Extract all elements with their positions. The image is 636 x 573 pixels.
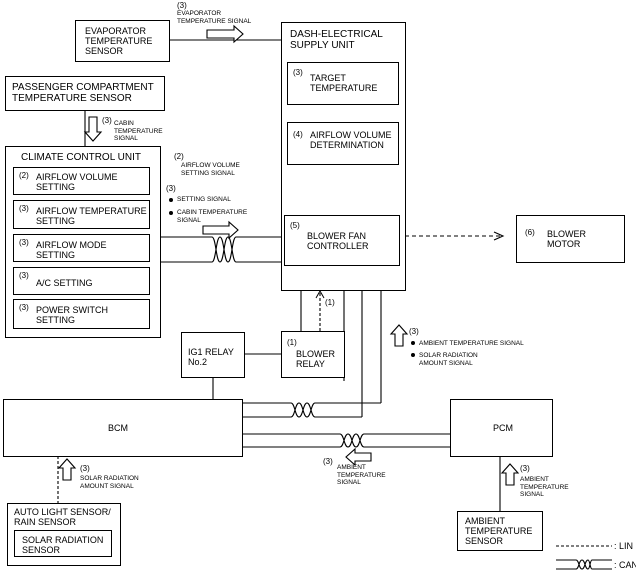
ambient-bcm-arrow (345, 447, 372, 467)
setting-number: (2) (19, 171, 29, 180)
bcm-label: BCM (108, 423, 128, 433)
airflow-determination-label: AIRFLOW VOLUME DETERMINATION (310, 130, 392, 150)
ambient-solar-arrow (389, 324, 409, 347)
ambient-temperature-sensor-label: AMBIENT TEMPERATURE SENSOR (465, 516, 533, 546)
auto-light-sensor-label: AUTO LIGHT SENSOR/ RAIN SENSOR (14, 507, 111, 527)
cabin-signal-label: CABIN TEMPERATURE SIGNAL (114, 120, 163, 142)
blower-motor-label: BLOWER MOTOR (547, 229, 587, 249)
evaporator-sensor-box: EVAPORATOR TEMPERATURE SENSOR (75, 20, 170, 62)
airflow-signal-number: (2) (174, 152, 184, 161)
legend-lin-label: : LIN (614, 541, 634, 551)
legend-can-label: : CAN (614, 560, 636, 570)
ig1-relay-label: IG1 RELAY No.2 (188, 347, 234, 367)
setting-number: (3) (19, 303, 29, 312)
relay-signal-number: (1) (325, 298, 335, 307)
ig1-relay-box: IG1 RELAY No.2 (181, 332, 245, 378)
solar-amount-signal-label: SOLAR RADIATION AMOUNT SIGNAL (419, 352, 478, 367)
setting-label: A/C SETTING (36, 278, 93, 288)
passenger-sensor-label: PASSENGER COMPARTMENT TEMPERATURE SENSOR (12, 82, 154, 104)
step-number: (3) (293, 68, 303, 77)
solar-radiation-sensor-label: SOLAR RADIATION SENSOR (22, 535, 104, 555)
step-number: (4) (293, 130, 303, 139)
dash-unit-title: DASH-ELECTRICAL SUPPLY UNIT (290, 29, 383, 51)
setting-label: AIRFLOW VOLUME SETTING (36, 172, 118, 192)
ambient-solar-number: (3) (409, 327, 419, 336)
solar-radiation-sensor-box: SOLAR RADIATION SENSOR (14, 530, 112, 557)
target-temperature-label: TARGET TEMPERATURE (310, 73, 378, 93)
blower-motor-box: (6) BLOWER MOTOR (516, 215, 625, 263)
setting-signal-number: (3) (166, 184, 176, 193)
airflow-signal-label: AIRFLOW VOLUME SETTING SIGNAL (181, 162, 240, 177)
pcm-label: PCM (493, 423, 513, 433)
pcm-box: PCM (450, 399, 553, 457)
setting-signal-label: SETTING SIGNAL (177, 196, 231, 203)
evap-signal-number: (3) (177, 1, 187, 10)
blower-fan-controller-label: BLOWER FAN CONTROLLER (307, 231, 369, 251)
setting-number: (3) (19, 271, 29, 280)
setting-power-switch: (3) POWER SWITCH SETTING (13, 299, 150, 329)
cabin-temp-signal-label: CABIN TEMPERATURE SIGNAL (177, 209, 248, 224)
ambient-pcm-arrow (500, 463, 520, 486)
blower-relay-box: (1) BLOWER RELAY (281, 331, 345, 378)
setting-airflow-volume: (2) AIRFLOW VOLUME SETTING (13, 167, 150, 195)
setting-airflow-temperature: (3) AIRFLOW TEMPERATURE SETTING (13, 200, 150, 229)
step-number: (6) (525, 228, 535, 237)
blower-fan-controller-box: (5) BLOWER FAN CONTROLLER (284, 215, 400, 266)
setting-label: POWER SWITCH SETTING (36, 305, 108, 325)
ambient-temperature-sensor-box: AMBIENT TEMPERATURE SENSOR (457, 511, 543, 551)
evap-signal-arrow (206, 24, 244, 44)
airflow-determination-box: (4) AIRFLOW VOLUME DETERMINATION (287, 122, 399, 165)
ambient-bcm-number: (3) (323, 457, 333, 466)
evaporator-sensor-label: EVAPORATOR TEMPERATURE SENSOR (85, 26, 153, 56)
ambient-pcm-label: AMBIENT TEMPERATURE SIGNAL (520, 476, 569, 498)
climate-unit-title: CLIMATE CONTROL UNIT (21, 152, 142, 163)
setting-label: AIRFLOW MODE SETTING (36, 240, 107, 260)
ambient-temp-signal-label: AMBIENT TEMPERATURE SIGNAL (419, 340, 524, 347)
bcm-box: BCM (3, 399, 243, 457)
solar-bcm-arrow (57, 458, 77, 481)
cabin-signal-number: (3) (102, 116, 112, 125)
solar-bcm-label: SOLAR RADIATION AMOUNT SIGNAL (80, 475, 139, 490)
step-number: (1) (287, 338, 297, 347)
ambient-pcm-number: (3) (520, 464, 530, 473)
setting-ac: (3) A/C SETTING (13, 267, 150, 295)
solar-bcm-number: (3) (80, 464, 90, 473)
setting-signal-arrow (202, 220, 239, 240)
evap-signal-label: EVAPORATOR TEMPERATURE SIGNAL (177, 10, 252, 25)
setting-label: AIRFLOW TEMPERATURE SETTING (36, 206, 147, 226)
blower-relay-label: BLOWER RELAY (296, 349, 336, 369)
step-number: (5) (290, 221, 300, 230)
passenger-sensor-box: PASSENGER COMPARTMENT TEMPERATURE SENSOR (5, 76, 165, 111)
target-temperature-box: (3) TARGET TEMPERATURE (287, 62, 399, 105)
setting-number: (3) (19, 204, 29, 213)
cabin-signal-arrow (83, 116, 103, 142)
ambient-bcm-label: AMBIENT TEMPERATURE SIGNAL (337, 464, 386, 486)
setting-airflow-mode: (3) AIRFLOW MODE SETTING (13, 234, 150, 262)
setting-number: (3) (19, 238, 29, 247)
